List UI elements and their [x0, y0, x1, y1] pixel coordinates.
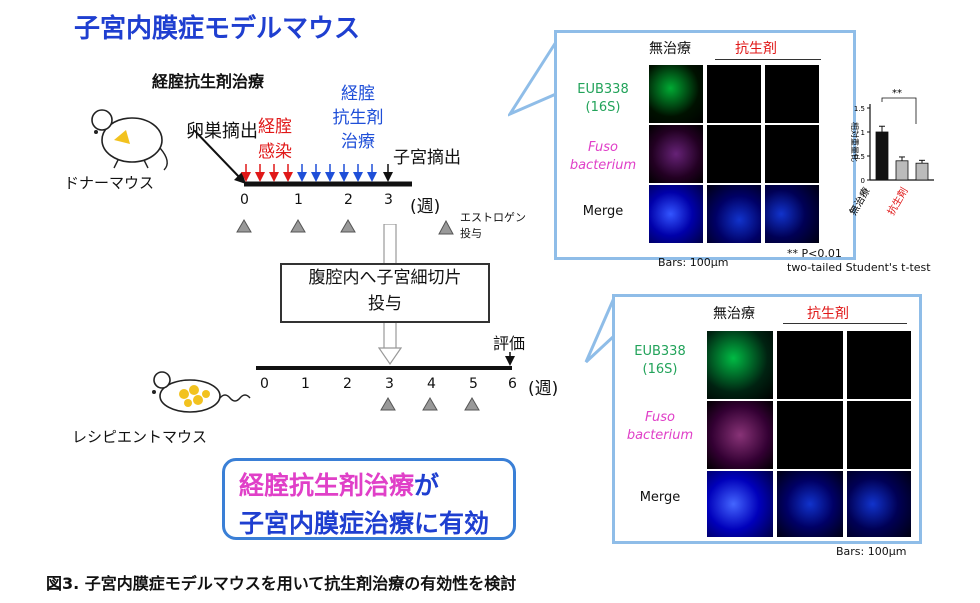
chart-bar	[895, 160, 909, 181]
procedure-line-2: 投与	[368, 294, 402, 314]
page-title: 子宮内膜症モデルマウス	[74, 14, 361, 44]
effect-line-2: 子宮内膜症治療に有効	[239, 509, 490, 538]
top-row-merge-label: Merge	[582, 204, 624, 219]
recipient-tick-1: 1	[301, 376, 310, 392]
donor-tick-1: 1	[294, 192, 303, 208]
top-antibiotic-header: 抗生剤	[735, 41, 777, 57]
effect-highlight: 経腟抗生剤治療	[239, 471, 415, 500]
procedure-box: 腹腔内へ子宮細切片 投与	[280, 263, 490, 323]
p-value-note: ** P<0.01	[787, 247, 842, 260]
chart-bar	[875, 131, 889, 181]
recipient-mouse-label: レシピエントマウス	[72, 428, 208, 446]
donor-mouse-label: ドナーマウス	[64, 174, 155, 192]
estrogen-line-2: 投与	[460, 227, 482, 240]
chart-y-tick-label: 1.5	[854, 105, 865, 113]
bottom-untreated-header: 無治療	[713, 306, 755, 322]
vaginal-antibiotic-label: 経腟 抗生剤 治療	[320, 82, 396, 154]
effect-particle: が	[414, 471, 440, 500]
donor-timeline	[193, 130, 412, 233]
bottom-row-merge-label: Merge	[639, 490, 681, 505]
estrogen-marker-icon	[438, 220, 454, 235]
recipient-tick-0: 0	[260, 376, 269, 392]
top-merge-untreated-image	[649, 185, 703, 243]
top-eub-untreated-image	[649, 65, 703, 123]
chart-y-tick-label: 1	[861, 129, 865, 137]
chart-y-label: 相対重量比	[850, 122, 860, 162]
protocol-subtitle: 経腟抗生剤治療	[152, 72, 265, 91]
bottom-merge-untreated-image	[707, 471, 773, 537]
donor-tick-0: 0	[240, 192, 249, 208]
bottom-fuso-antibiotic-image-2	[847, 401, 911, 469]
infection-label: 経腟 感染	[258, 115, 292, 165]
chart-y-tick-label: 0	[861, 177, 865, 185]
bottom-row-eub-label: EUB338(16S)	[634, 344, 686, 377]
donor-week-unit: (週)	[410, 197, 441, 217]
donor-tick-3: 3	[384, 192, 393, 208]
evaluation-label: 評価	[493, 334, 526, 353]
bottom-eub-antibiotic-image-1	[777, 331, 843, 399]
top-bars-note: Bars: 100μm	[658, 256, 729, 269]
ovariectomy-label: 卵巣摘出	[186, 121, 258, 142]
top-merge-antibiotic-image-2	[765, 185, 819, 243]
vaginal-line-3: 治療	[341, 132, 375, 152]
top-merge-antibiotic-image-1	[707, 185, 761, 243]
procedure-line-1: 腹腔内へ子宮細切片	[308, 268, 462, 288]
bottom-antibiotic-header: 抗生剤	[807, 306, 849, 322]
chart-group-label-antibiotic: 抗生剤	[884, 185, 910, 217]
top-fuso-antibiotic-image-1	[707, 125, 761, 183]
bottom-merge-antibiotic-image-2	[847, 471, 911, 537]
top-untreated-header: 無治療	[649, 41, 691, 57]
top-eub-antibiotic-image-1	[707, 65, 761, 123]
top-eub-antibiotic-image-2	[765, 65, 819, 123]
test-note: two-tailed Student's t-test	[787, 261, 931, 274]
figure-caption: 図3. 子宮内膜症モデルマウスを用いて抗生剤治療の有効性を検討	[46, 574, 517, 593]
chart-sig-label: **	[892, 88, 902, 99]
top-fuso-antibiotic-image-2	[765, 125, 819, 183]
recipient-timeline	[256, 352, 515, 411]
infection-line-1: 経腟	[258, 117, 292, 137]
top-panel-pointer	[508, 40, 558, 117]
infection-line-2: 感染	[258, 142, 292, 162]
estrogen-label: エストロゲン 投与	[460, 210, 526, 242]
top-fuso-untreated-image	[649, 125, 703, 183]
chart-group-label-untreated: 無治療	[846, 185, 872, 217]
donor-tick-2: 2	[344, 192, 353, 208]
chart-bar	[915, 162, 929, 181]
donor-mouse-icon	[91, 109, 168, 171]
bottom-fuso-antibiotic-image-1	[777, 401, 843, 469]
recipient-tick-2: 2	[343, 376, 352, 392]
bottom-eub-untreated-image	[707, 331, 773, 399]
top-row-eub-label: EUB338(16S)	[577, 82, 629, 115]
recipient-mouse-icon	[152, 371, 251, 413]
vaginal-line-2: 抗生剤	[332, 108, 384, 128]
weight-bar-chart: 0 0.5 1 1.5 ** 相対重量比無治療抗生剤	[846, 88, 934, 217]
bottom-fuso-untreated-image	[707, 401, 773, 469]
bottom-bars-note: Bars: 100μm	[836, 545, 907, 558]
estrogen-line-1: エストロゲン	[460, 211, 526, 224]
recipient-tick-6: 6	[508, 376, 517, 392]
hysterectomy-label: 子宮摘出	[393, 148, 461, 168]
recipient-tick-3: 3	[385, 376, 394, 392]
recipient-tick-5: 5	[469, 376, 478, 392]
vaginal-line-1: 経腟	[341, 84, 375, 104]
bottom-eub-antibiotic-image-2	[847, 331, 911, 399]
recipient-tick-4: 4	[427, 376, 436, 392]
bottom-merge-antibiotic-image-1	[777, 471, 843, 537]
chart-sig-bracket	[881, 97, 917, 124]
recipient-week-unit: (週)	[528, 379, 559, 399]
chart-y-tick-label: 0.5	[854, 153, 865, 161]
effect-callout: 経腟抗生剤治療が 子宮内膜症治療に有効	[222, 458, 516, 540]
